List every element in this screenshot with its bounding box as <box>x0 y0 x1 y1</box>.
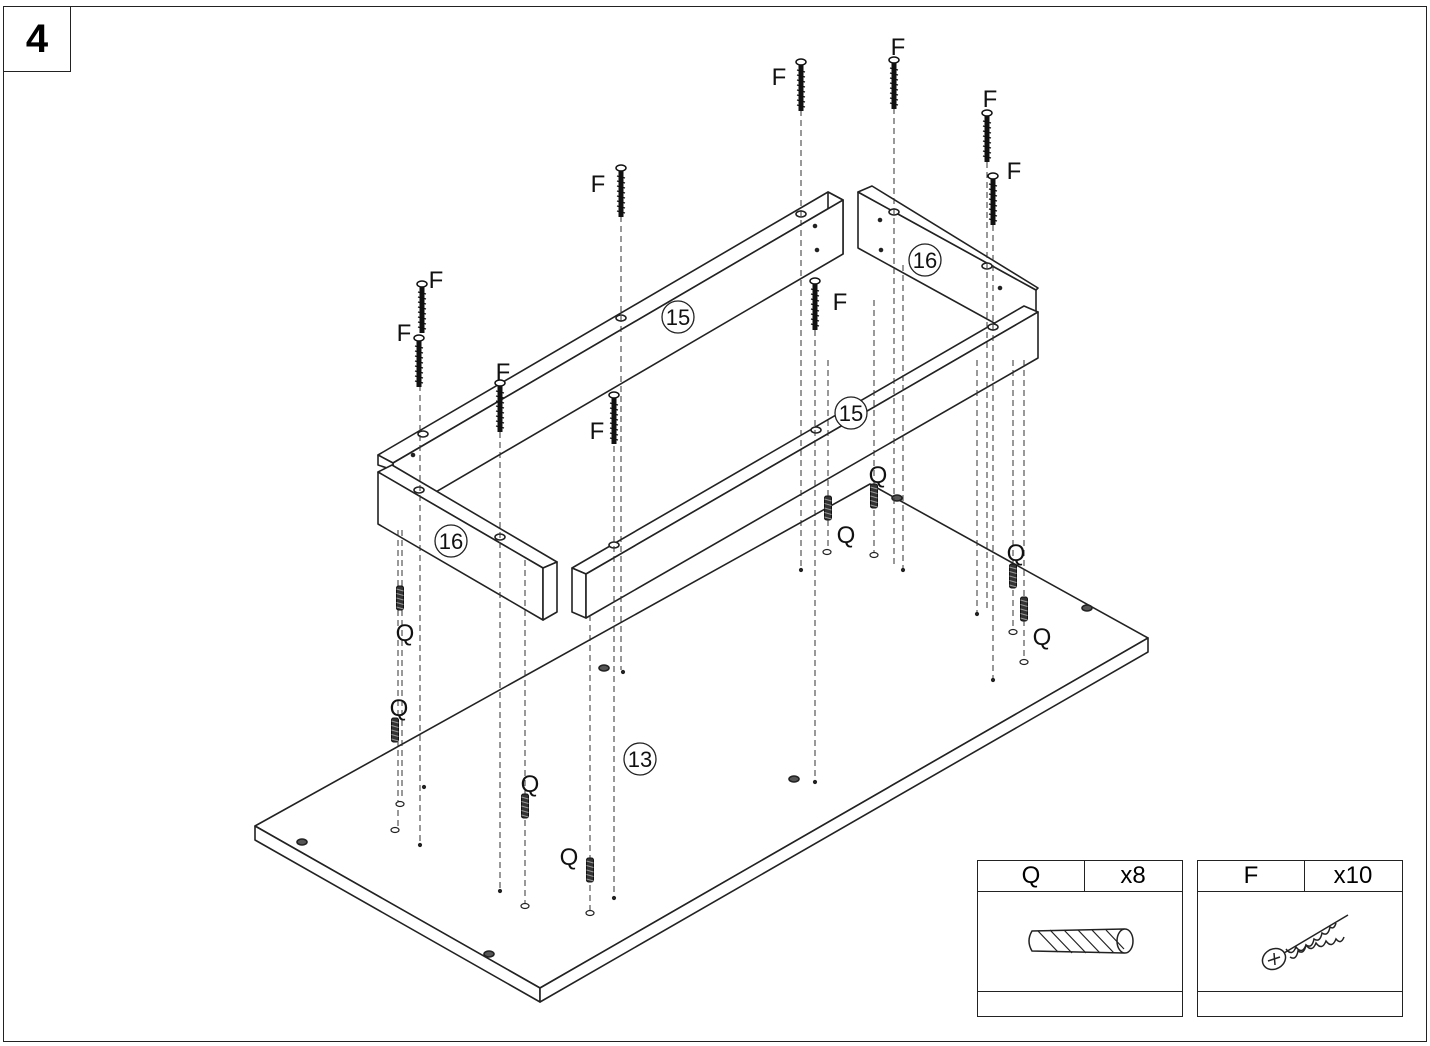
legend-screw: F x10 <box>1197 860 1403 1017</box>
screw-label: F <box>590 418 605 445</box>
dowel-label: Q <box>869 462 888 489</box>
dowel-icon <box>1009 563 1017 589</box>
step-number: 4 <box>3 6 71 72</box>
legend-dowel: Q x8 <box>977 860 1183 1017</box>
screw-icon <box>809 277 821 330</box>
dowel-icon <box>1020 596 1028 622</box>
dowel-label: Q <box>1007 540 1026 567</box>
dowel-icon <box>1028 928 1134 954</box>
dowel-icon <box>870 483 878 509</box>
left-end-16 <box>377 452 558 621</box>
screw-label: F <box>833 289 848 316</box>
screw-label: F <box>429 267 444 294</box>
dowel-icon <box>586 857 594 883</box>
part-number-16: 16 <box>908 243 942 277</box>
screw-icon <box>615 164 627 217</box>
dowel-icon <box>391 717 399 743</box>
screw-label: F <box>1007 158 1022 185</box>
screw-icon <box>494 379 506 432</box>
dowel-label: Q <box>390 695 409 722</box>
screw-icon <box>413 334 425 387</box>
front-rail-15 <box>571 305 1039 619</box>
screw-label: F <box>591 171 606 198</box>
dowel-label: Q <box>1033 624 1052 651</box>
dowel-label: Q <box>521 771 540 798</box>
legend-screw-code: F <box>1198 861 1305 891</box>
screw-icon <box>1261 914 1349 971</box>
diagram-frame <box>3 6 1427 1042</box>
dowel-label: Q <box>560 844 579 871</box>
screw-icon <box>888 56 900 109</box>
svg-text:15: 15 <box>666 305 690 330</box>
dowel-icon <box>521 793 529 819</box>
screw-label: F <box>891 34 906 61</box>
screw-label: F <box>496 359 511 386</box>
screw-icon <box>416 280 428 333</box>
part-number-15: 15 <box>834 396 868 430</box>
svg-text:13: 13 <box>628 747 652 772</box>
part-number-15: 15 <box>661 300 695 334</box>
hardware-group <box>391 56 1028 883</box>
svg-text:16: 16 <box>913 248 937 273</box>
screw-label: F <box>983 86 998 113</box>
dowel-label: Q <box>837 522 856 549</box>
legend-dowel-code: Q <box>978 861 1085 891</box>
part-number-group: 15 15 16 16 13 <box>434 243 942 776</box>
base-holes <box>390 548 1029 917</box>
dowel-icon <box>824 495 832 521</box>
part-number-16: 16 <box>434 524 468 558</box>
screw-label: F <box>772 64 787 91</box>
step-number-text: 4 <box>25 16 49 61</box>
dowel-label: Q <box>396 620 415 647</box>
screw-icon <box>608 391 620 444</box>
screw-label: F <box>397 320 412 347</box>
screw-icon <box>795 58 807 111</box>
part-number-13: 13 <box>623 742 657 776</box>
svg-text:16: 16 <box>439 529 463 554</box>
screw-icon <box>981 109 993 162</box>
base-panel-13 <box>254 483 1149 1003</box>
dowel-icon <box>396 585 404 611</box>
screw-icon <box>987 172 999 225</box>
legend-screw-count: x10 <box>1333 862 1373 889</box>
legend-dowel-count: x8 <box>1120 862 1146 889</box>
svg-text:15: 15 <box>839 401 863 426</box>
